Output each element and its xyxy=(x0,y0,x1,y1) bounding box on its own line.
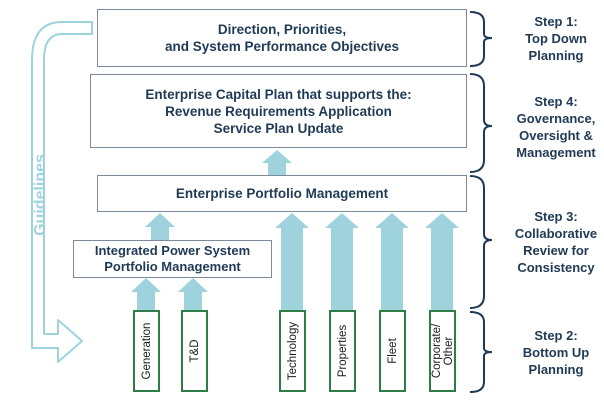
power-system-box: Integrated Power System Portfolio Manage… xyxy=(73,240,272,278)
source-fleet-label: Fleet xyxy=(386,338,399,364)
source-properties-label: Properties xyxy=(336,324,349,378)
capital-plan-line3: Service Plan Update xyxy=(213,120,344,136)
step-brackets xyxy=(469,11,493,393)
source-corporate: Corporate/ Other xyxy=(429,310,456,392)
source-td: T&D xyxy=(181,310,208,392)
arrow-up-power-system xyxy=(145,213,175,240)
source-fleet: Fleet xyxy=(379,310,406,392)
arrow-up-generation xyxy=(131,278,161,310)
guidelines-arrow xyxy=(30,21,93,363)
portfolio-management-box: Enterprise Portfolio Management xyxy=(97,175,467,212)
direction-line2: and System Performance Objectives xyxy=(164,39,400,54)
bracket-step3 xyxy=(469,175,493,309)
bracket-step1 xyxy=(469,11,493,67)
arrow-up-td xyxy=(178,278,208,310)
step2-line3: Planning xyxy=(528,362,584,377)
arrow-up-portfolio xyxy=(262,150,292,175)
bracket-step4 xyxy=(469,73,493,173)
step3-line2: Collaborative xyxy=(514,226,598,241)
step4-line2: Governance, xyxy=(516,111,596,126)
source-properties: Properties xyxy=(329,310,356,392)
step4-line3: Oversight & xyxy=(519,128,593,143)
direction-line1: Direction, Priorities, xyxy=(217,22,347,37)
step1-line1: Step 1: xyxy=(534,14,578,29)
up-arrows xyxy=(131,150,459,310)
source-corporate-line2: Other xyxy=(442,336,455,366)
bracket-step2 xyxy=(469,311,493,393)
step4-line4: Management xyxy=(516,145,596,160)
source-generation-label: Generation xyxy=(140,322,153,380)
step3-line1: Step 3: xyxy=(534,209,578,224)
capital-plan-line2: Revenue Requirements Application xyxy=(165,103,392,119)
step3-line4: Consistency xyxy=(517,260,595,275)
step3-label: Step 3: Collaborative Review for Consist… xyxy=(508,208,604,276)
step1-label: Step 1: Top Down Planning xyxy=(508,13,604,64)
direction-box: Direction, Priorities, and System Perfor… xyxy=(97,9,467,67)
capital-plan-line1: Enterprise Capital Plan that supports th… xyxy=(145,86,412,102)
portfolio-management-label: Enterprise Portfolio Management xyxy=(175,186,389,201)
source-corporate-line1: Corporate/ xyxy=(430,323,443,379)
step2-line2: Bottom Up xyxy=(522,345,590,360)
arrow-up-fleet xyxy=(375,213,409,310)
arrow-up-corporate xyxy=(425,213,459,310)
power-system-line1: Integrated Power System xyxy=(94,243,251,258)
source-technology-label: Technology xyxy=(286,321,299,381)
step4-label: Step 4: Governance, Oversight & Manageme… xyxy=(508,93,604,161)
capital-plan-box: Enterprise Capital Plan that supports th… xyxy=(90,74,467,148)
step2-label: Step 2: Bottom Up Planning xyxy=(508,327,604,378)
source-generation: Generation xyxy=(133,310,160,392)
step2-line1: Step 2: xyxy=(534,328,578,343)
step1-line2: Top Down xyxy=(525,31,587,46)
step3-line3: Review for xyxy=(523,243,589,258)
arrow-up-properties xyxy=(325,213,359,310)
power-system-line2: Portfolio Management xyxy=(104,259,241,274)
source-td-label: T&D xyxy=(188,339,201,363)
guidelines-label: Guidelines xyxy=(32,154,49,236)
source-corporate-label: Corporate/ Other xyxy=(431,324,455,378)
step4-line1: Step 4: xyxy=(534,94,578,109)
step1-line3: Planning xyxy=(528,48,584,63)
source-technology: Technology xyxy=(279,310,306,392)
arrow-up-technology xyxy=(275,213,309,310)
